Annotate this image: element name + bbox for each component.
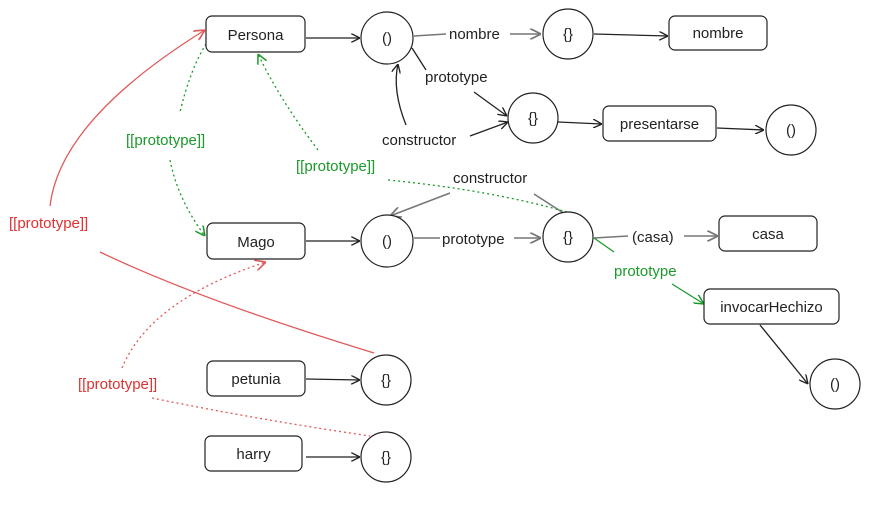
node-persona-label: Persona [228,27,285,44]
node-invocar-label: invocarHechizo [720,299,823,316]
edge-fn-prototype [411,47,427,71]
edge-green-mago-persona-top [179,43,207,113]
label-prototype-persona: prototype [425,69,488,86]
edge-petunia-to-obj [305,379,360,380]
edge-prototype-to-proto [473,91,507,116]
node-persona: Persona [205,15,306,53]
edge-fn-nombre-obj [413,33,447,37]
edge-green-to-invocar [671,283,704,304]
node-harry-obj-label: {} [381,449,391,466]
node-persona-fn-label: () [382,30,392,47]
node-mago-proto: {} [542,211,594,263]
edge-red-up-to-persona [49,30,205,207]
node-presentarse-fn-label: () [786,122,796,139]
node-petunia-obj-label: {} [381,372,391,389]
label-proto-link-red-2: [[prototype]] [78,376,157,393]
edge-green-proto-persona-up [258,54,319,151]
node-mago-label: Mago [237,234,275,251]
node-persona-obj: {} [542,8,594,60]
node-invocar-fn: () [809,358,861,410]
edge-proto-to-presentarse [557,122,602,124]
node-nombre: nombre [668,15,768,51]
node-harry-obj: {} [360,431,412,483]
node-mago: Mago [206,222,306,260]
edge-mago-constructor-back [390,192,451,216]
label-proto-link-green-2: [[prototype]] [296,158,375,175]
node-mago-proto-label: {} [563,229,573,246]
node-harry: harry [204,435,303,472]
node-casa: casa [718,215,818,252]
edge-green-mago-persona-bottom [169,159,205,236]
node-mago-fn-label: () [382,233,392,250]
edge-constructor-to-fn [396,64,407,126]
node-petunia-label: petunia [231,371,281,388]
edge-invocar-to-fn [759,324,808,384]
node-harry-label: harry [236,446,271,463]
node-petunia-obj: {} [360,354,412,406]
node-presentarse-fn: () [765,104,817,156]
edge-obj-to-nombre [593,34,668,36]
node-casa-label: casa [752,226,784,243]
label-nombre-edge: nombre [449,26,500,43]
label-prototype-green: prototype [614,263,677,280]
node-mago-fn: () [360,214,414,268]
edge-green-proto-persona [387,179,568,213]
label-proto-link-green-1: [[prototype]] [126,132,205,149]
node-nombre-label: nombre [693,25,744,42]
label-constructor-mago: constructor [453,170,527,187]
edge-obj-casa [593,235,629,239]
node-persona-fn: () [360,11,414,65]
label-proto-link-red-1: [[prototype]] [9,215,88,232]
label-prototype-mago: prototype [442,231,505,248]
edge-red-petunia-persona [99,251,375,354]
edge-presentarse-to-fn [716,128,764,130]
node-presentarse: presentarse [602,105,717,142]
edge-mago-constructor [533,193,566,215]
node-persona-proto: {} [507,92,559,144]
node-invocar-fn-label: () [830,376,840,393]
node-persona-proto-label: {} [528,110,538,127]
edge-green-prototype [593,237,615,253]
label-casa-edge: (casa) [632,229,674,246]
label-constructor-persona: constructor [382,132,456,149]
edge-red-petunia-mago [121,262,266,369]
edge-red-harry-mago [151,397,371,437]
node-petunia: petunia [206,360,306,397]
node-invocar: invocarHechizo [703,288,840,325]
node-persona-obj-label: {} [563,26,573,43]
node-presentarse-label: presentarse [620,116,699,133]
edge-constructor-right [469,122,508,137]
